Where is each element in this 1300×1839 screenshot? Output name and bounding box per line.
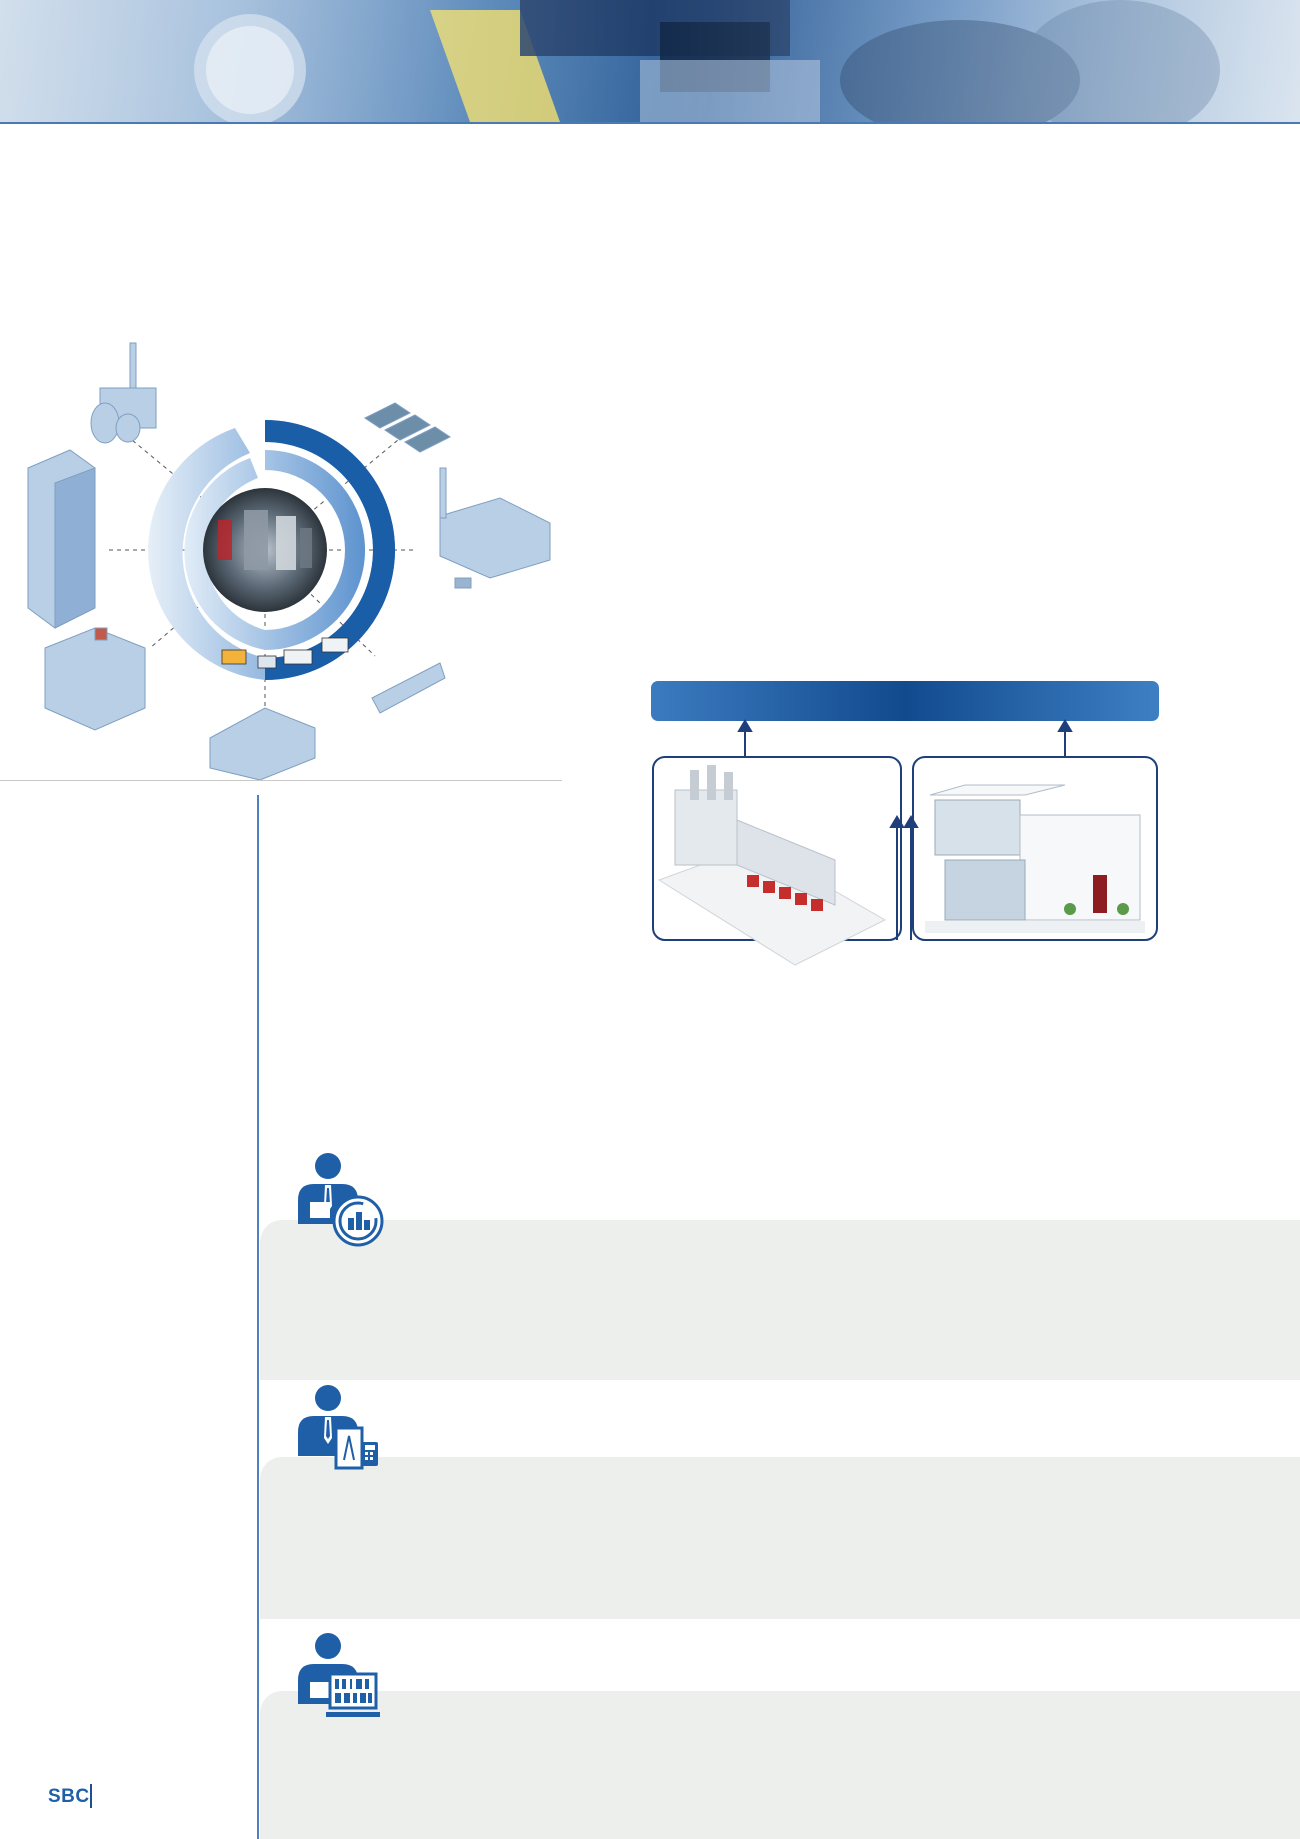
service-panel-1: [260, 1220, 1300, 1380]
outer-ring-dark: [265, 420, 395, 680]
footer-separator: [90, 1784, 92, 1808]
house-illustration: [925, 784, 1145, 933]
factory-illustration: [657, 765, 887, 966]
service-cycle-illustration: [0, 338, 562, 781]
banner-rule: [0, 122, 1300, 124]
chemical-plant-building: [90, 342, 157, 444]
person-with-cycle-icon: [292, 1152, 388, 1252]
service-panel-2: [260, 1457, 1300, 1619]
low-building: [209, 707, 316, 781]
figure-rule: [0, 780, 562, 781]
header-banner: [0, 0, 1300, 122]
factory-building: [439, 467, 551, 589]
system-bar: [651, 681, 1159, 721]
apartment-building: [44, 627, 146, 731]
building-integration-diagram: [645, 675, 1165, 975]
person-with-binary-screen-icon: [292, 1632, 388, 1732]
ship: [371, 662, 446, 714]
banner-photo: [0, 0, 1300, 122]
controller-modules: [221, 637, 349, 669]
person-with-tablet-calculator-icon: [292, 1384, 388, 1484]
house-box: [912, 756, 1158, 941]
footer-brand: SBC: [48, 1786, 90, 1807]
office-tower: [27, 449, 96, 629]
column-rule: [257, 795, 259, 1839]
solar-panels: [364, 402, 451, 453]
service-panel-3: [260, 1691, 1300, 1839]
